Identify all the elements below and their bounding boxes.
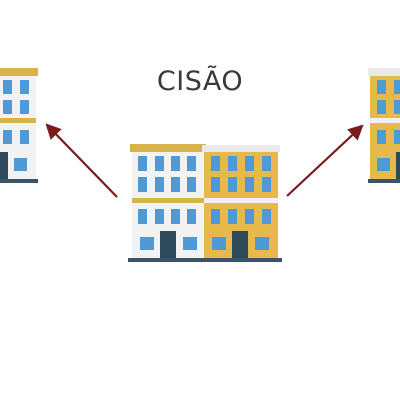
diagram-title: CISÃO [156,66,244,97]
arrow-to-right-building [286,124,364,197]
white-building-icon [0,68,38,183]
yellow-building-icon [368,68,400,183]
arrow-to-left-building [45,123,118,198]
two-buildings-icon [128,144,282,262]
